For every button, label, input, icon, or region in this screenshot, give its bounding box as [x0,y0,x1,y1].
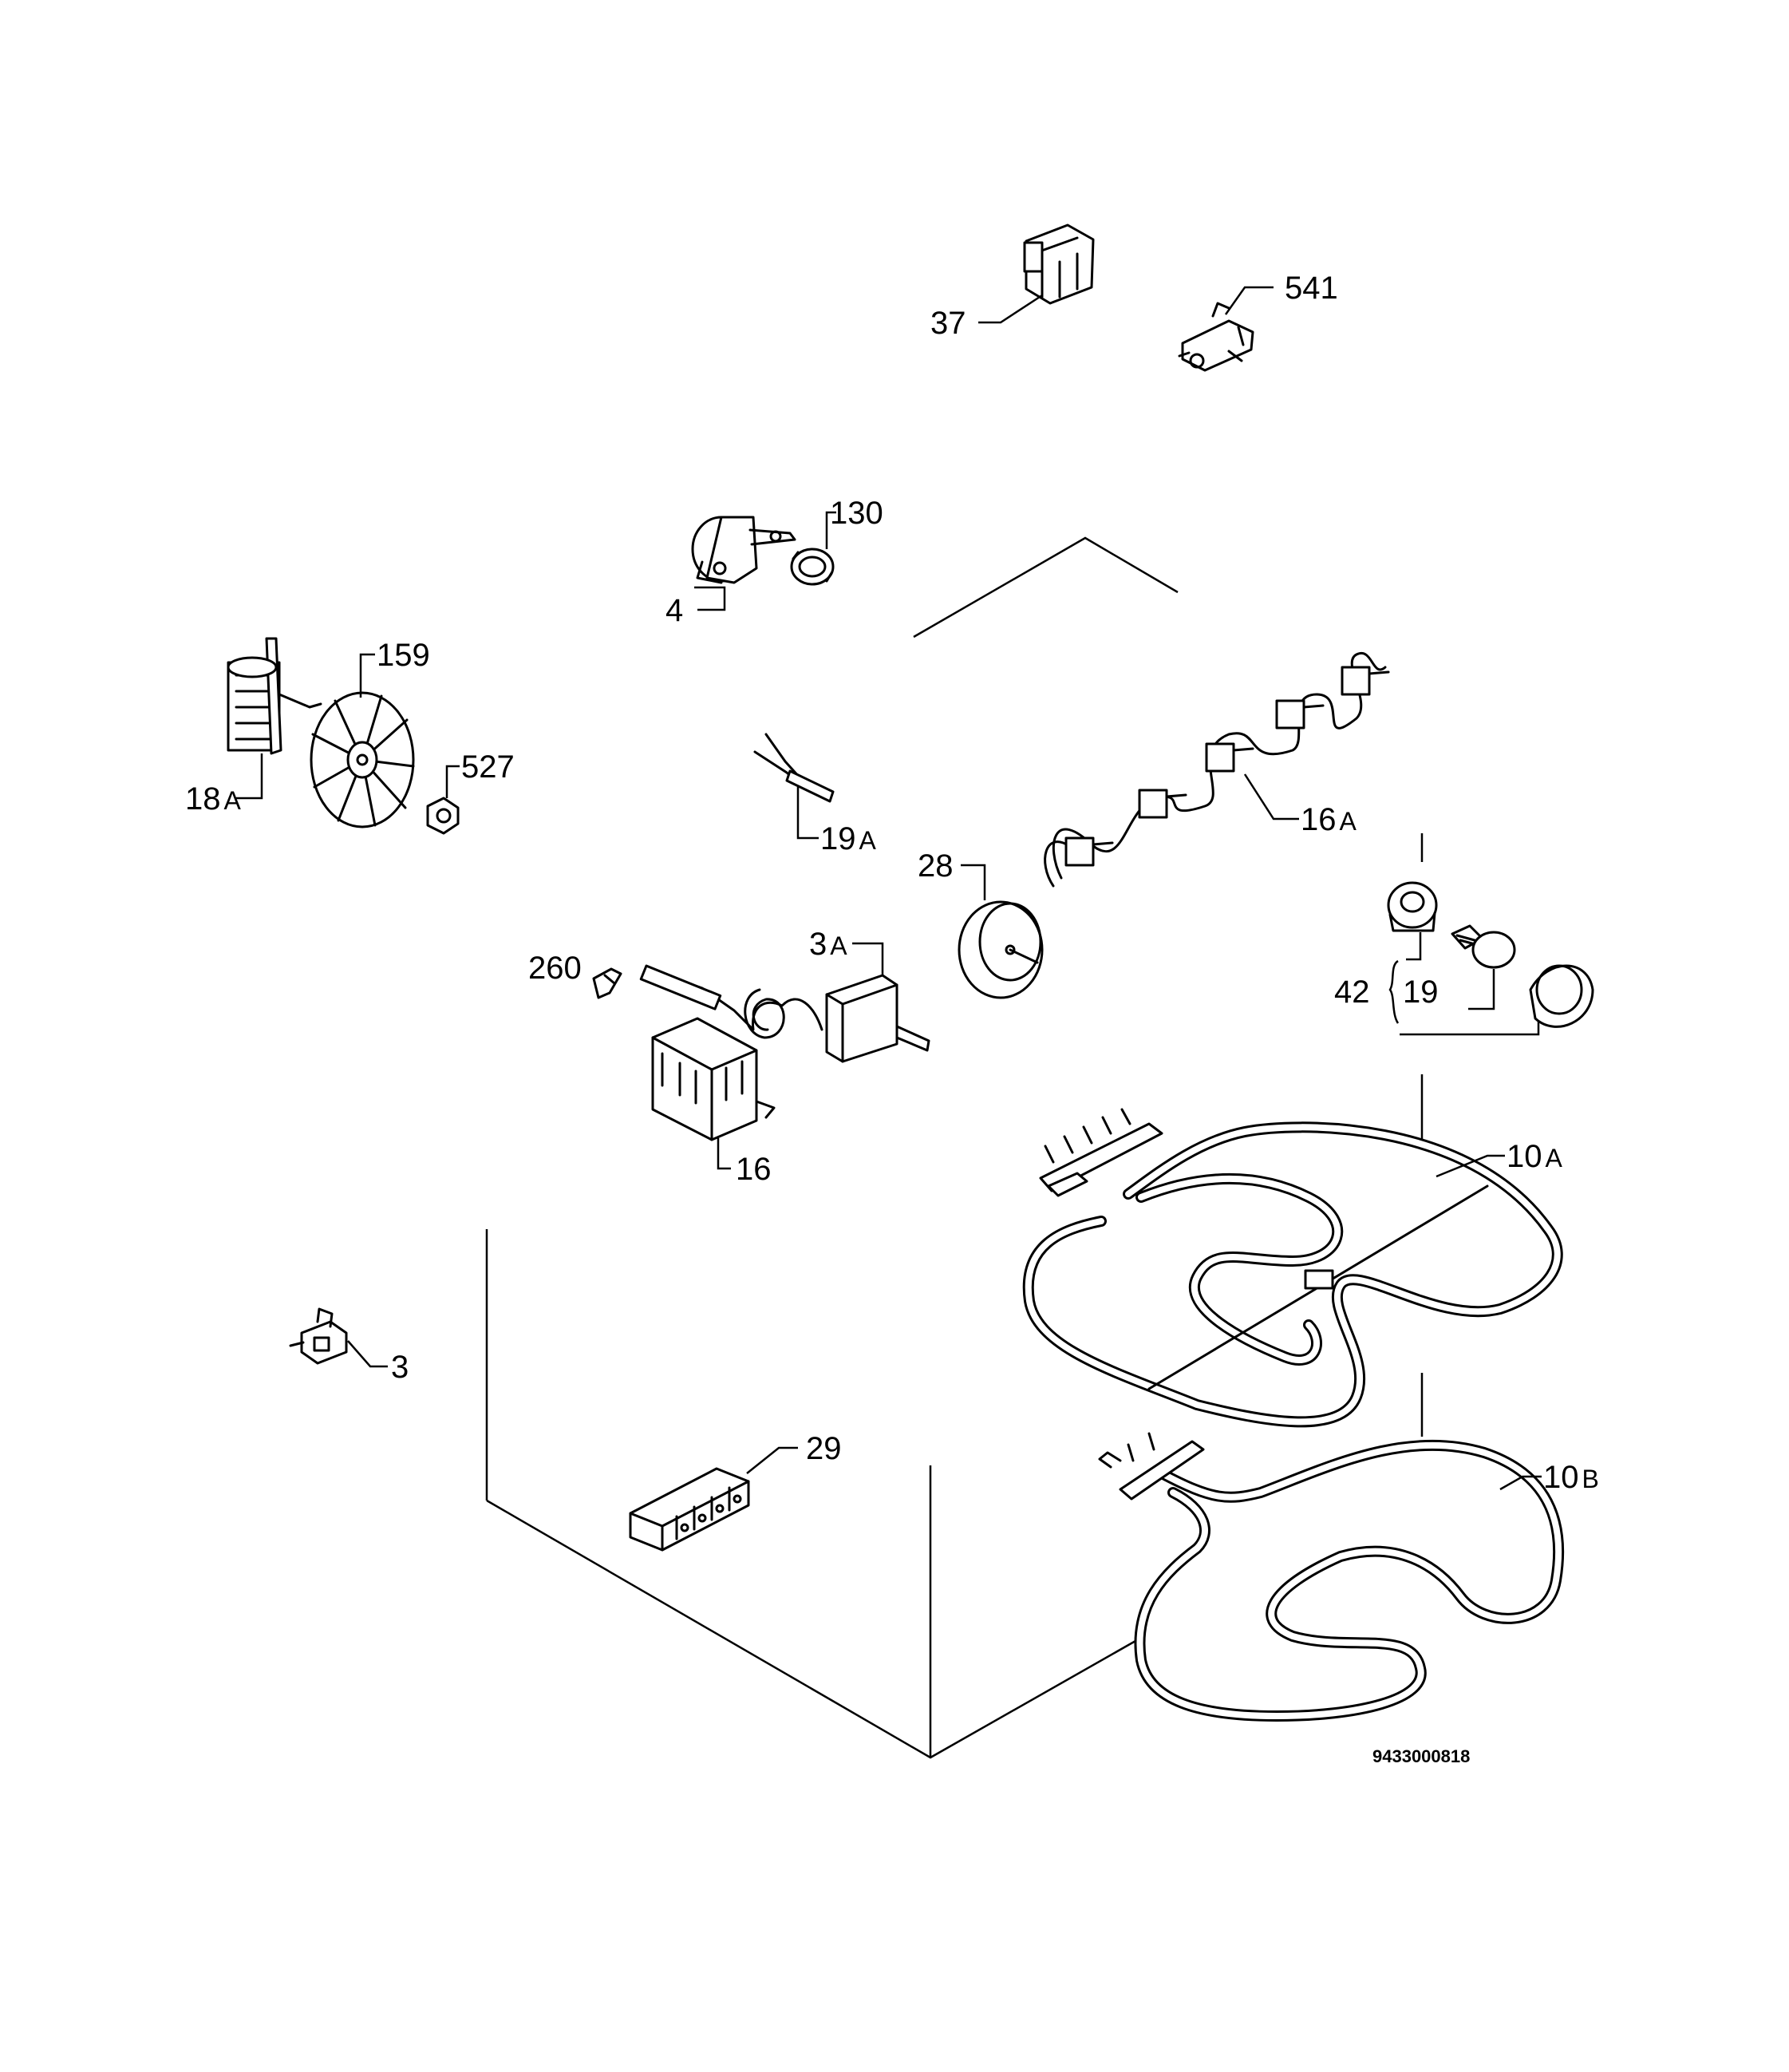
callout-42: 42 [1334,975,1370,1010]
sensor-probe-icon [753,733,835,803]
callout-4: 4 [665,593,683,628]
callout-19: 19 [1403,975,1439,1010]
thermal-cutout-icon [289,1307,348,1365]
callout-527: 527 [461,749,515,785]
bracket-clip-icon [1023,223,1095,305]
thermostat-icon [639,964,930,1063]
callout-16: 16 [736,1152,772,1187]
clip-icon [592,967,622,999]
oven-frame-lines [485,536,1424,1759]
document-id: 9433000818 [1372,1746,1470,1766]
light-harness-icon [1044,651,1390,888]
callout-260: 260 [528,951,582,986]
heating-element-icon [1098,1432,1565,1722]
callout-37: 37 [930,306,966,341]
motor-icon [691,516,796,584]
terminal-block-icon [629,1467,750,1552]
callout-3: 3 [391,1350,409,1385]
callout-29: 29 [806,1431,842,1466]
callout-541: 541 [1285,271,1338,306]
fan-motor-icon [227,637,322,755]
callout-28: 28 [918,848,954,884]
switch-icon [651,1017,776,1141]
timer-icon [958,900,1044,999]
grommet-icon [790,548,835,586]
callout-130: 130 [830,496,883,531]
callout-159: 159 [377,638,430,673]
fan-blade-icon [310,691,415,828]
heating-element-icon [1022,1108,1563,1428]
lamp-icon [1387,881,1594,1028]
terminal-connector-icon [1178,302,1254,372]
nut-icon [426,797,460,835]
